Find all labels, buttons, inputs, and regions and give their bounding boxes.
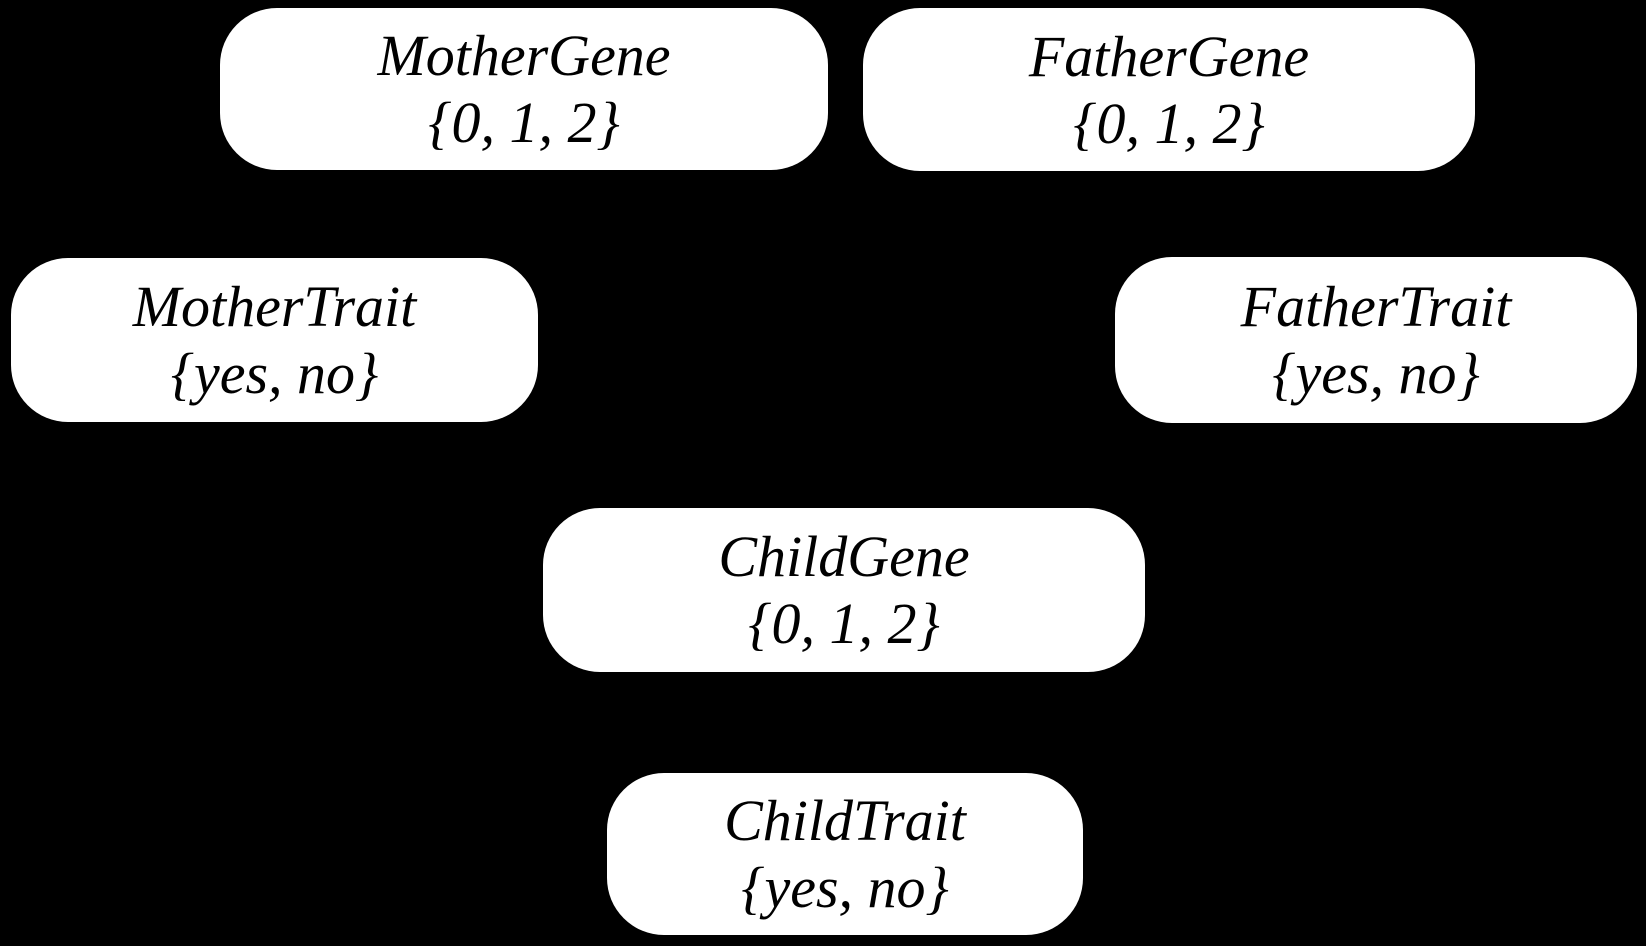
node-child-trait: ChildTrait {yes, no} <box>607 773 1083 935</box>
node-mother-gene: MotherGene {0, 1, 2} <box>220 8 828 170</box>
node-child-trait-domain: {yes, no} <box>741 855 949 920</box>
node-father-gene: FatherGene {0, 1, 2} <box>863 8 1475 171</box>
node-child-trait-title: ChildTrait <box>724 788 966 853</box>
node-child-gene: ChildGene {0, 1, 2} <box>543 508 1145 672</box>
node-mother-trait: MotherTrait {yes, no} <box>11 258 538 422</box>
node-mother-trait-title: MotherTrait <box>132 274 417 339</box>
node-father-gene-title: FatherGene <box>1028 23 1310 89</box>
node-mother-trait-domain: {yes, no} <box>170 341 379 406</box>
node-child-gene-domain: {0, 1, 2} <box>748 591 940 656</box>
node-mother-gene-domain: {0, 1, 2} <box>428 90 620 155</box>
node-father-trait: FatherTrait {yes, no} <box>1115 257 1637 423</box>
node-child-gene-title: ChildGene <box>718 524 970 589</box>
node-mother-gene-title: MotherGene <box>377 23 671 88</box>
node-father-gene-domain: {0, 1, 2} <box>1073 90 1265 156</box>
node-father-trait-title: FatherTrait <box>1240 274 1512 339</box>
node-father-trait-domain: {yes, no} <box>1272 341 1480 406</box>
